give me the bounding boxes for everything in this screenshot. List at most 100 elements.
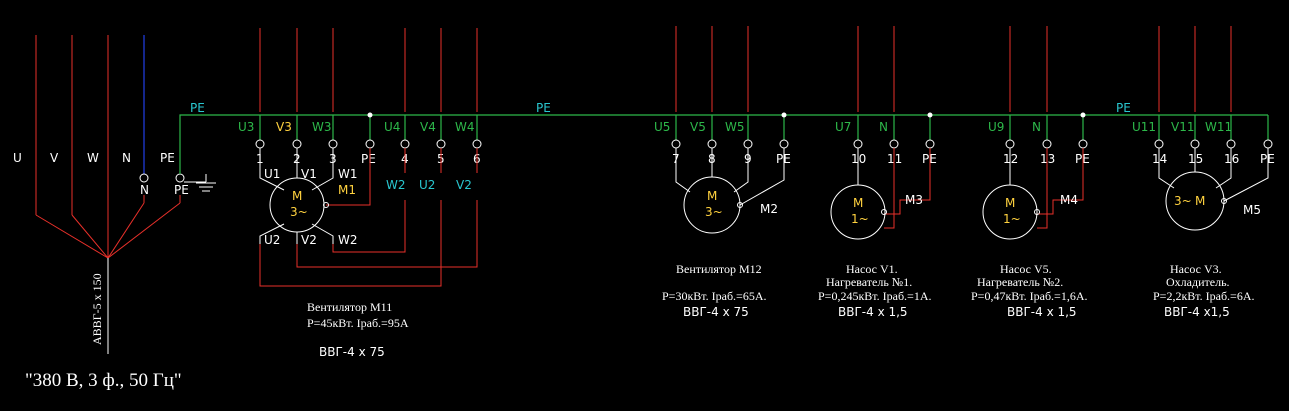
term-u5: U5 [654, 120, 670, 134]
term-v3: V3 [276, 120, 292, 134]
group-m4-title: Насос V5. [1000, 262, 1052, 276]
group-m5-subtitle: Охладитель. [1166, 275, 1230, 289]
group-m2-specs: P=30кВт. Iраб.=65А. [662, 289, 766, 303]
term-num-pe-2: PE [776, 152, 791, 166]
pe-bus-label-1: PE [190, 101, 205, 115]
term-num-pe: PE [361, 152, 376, 166]
feeder-pe-terminal [175, 173, 185, 183]
term-v5: V5 [690, 120, 706, 134]
motor-m4-letter: M [1005, 196, 1015, 210]
motor-m1-type: 3~ [290, 205, 308, 219]
phase-label-u: U [13, 151, 22, 165]
group-m1-title: Вентилятор М11 [307, 300, 392, 314]
winding-v2: V2 [301, 233, 317, 247]
group-m4-subtitle: Нагреватель №2. [977, 275, 1063, 289]
motor-m4-type: 1~ [1003, 212, 1021, 226]
group-m3-terminal-strip [853, 112, 935, 149]
group-m3-title: Насос V1. [846, 262, 898, 276]
n-terminal-label: N [140, 183, 149, 197]
motor-m2-letter: M [707, 189, 717, 203]
group-m1-incoming [259, 28, 478, 112]
motor-m4-symbol [982, 184, 1038, 240]
motor-m1-designation: M1 [338, 183, 356, 197]
motor-m3-designation: M3 [905, 193, 923, 207]
feeder-fan-pe [107, 202, 181, 259]
phase-label-w: W [87, 151, 99, 165]
group-m2: U5 V5 W5 7 8 9 PE M 3~ M2 Вентилятор М12… [654, 26, 791, 319]
winding-u1: U1 [264, 167, 280, 181]
phase-label-v: V [50, 151, 59, 165]
winding-v1: V1 [301, 167, 317, 181]
group-m3-cable: ВВГ-4 х 1,5 [838, 305, 908, 319]
motor-m2-type: 3~ [705, 205, 723, 219]
term-u11: U11 [1132, 120, 1156, 134]
term-n-4: N [1032, 120, 1041, 134]
motor-m2-designation: M2 [760, 202, 778, 216]
group-m5: U11 V11 W11 14 15 16 PE 3~ M M5 Насос V3… [1132, 26, 1275, 319]
pe-terminal-label: PE [174, 183, 189, 197]
term-num-14: 14 [1152, 152, 1167, 166]
feeder: U V W N PE N PE АВВГ-5 х 150 "380 В, 3 ф… [13, 35, 216, 391]
winding-u2: U2 [264, 233, 280, 247]
group-m4-incoming [1009, 26, 1048, 112]
group-m4: U9 N 12 13 PE M 1~ M4 Насос V5. Нагреват… [971, 26, 1090, 319]
pe-bus-line [179, 114, 1268, 174]
motor-m4-designation: M4 [1060, 193, 1078, 207]
term-u4: U4 [384, 120, 400, 134]
term-v4: V4 [420, 120, 436, 134]
term-u3: U3 [238, 120, 254, 134]
pe-bus-label-3: PE [1116, 101, 1131, 115]
supply-label: "380 В, 3 ф., 50 Гц" [25, 370, 182, 391]
group-m3-wiring [857, 148, 931, 229]
group-m4-specs: P=0,47кВт. Iраб.=1,6А. [971, 289, 1087, 303]
group-m5-terminal-strip [1154, 115, 1273, 149]
winding-w1: W1 [338, 167, 358, 181]
term-w5: W5 [725, 120, 745, 134]
group-m3-specs: P=0,245кВт. Iраб.=1А. [818, 289, 931, 303]
phase-label-n: N [122, 151, 131, 165]
group-m5-specs: P=2,2кВт. Iраб.=6А. [1153, 289, 1254, 303]
group-m2-wiring [675, 148, 785, 206]
group-m1: U3 V3 W3 U4 V4 W4 1 2 3 PE 4 5 6 [238, 28, 482, 359]
group-m3: U7 N 10 11 PE M 1~ M3 Насос V1. Нагреват… [818, 26, 937, 319]
group-m2-incoming [675, 26, 749, 112]
motor-m3-letter: M [853, 196, 863, 210]
term-num-10: 10 [851, 152, 866, 166]
term-num-pe-5: PE [1260, 152, 1275, 166]
term-num-16: 16 [1224, 152, 1239, 166]
feeder-fan-u [35, 214, 109, 259]
motor-m3-type: 1~ [851, 212, 869, 226]
group-m5-cable: ВВГ-4 х1,5 [1164, 305, 1230, 319]
term-num-12: 12 [1003, 152, 1018, 166]
group-m4-cable: ВВГ-4 х 1,5 [1007, 305, 1077, 319]
pe-bus-label-2: PE [536, 101, 551, 115]
group-m4-terminal-strip [1005, 112, 1088, 149]
group-m5-incoming [1158, 26, 1232, 112]
motor-m5-designation: M5 [1243, 203, 1261, 217]
side-label-w2: W2 [386, 178, 406, 192]
group-m2-title: Вентилятор М12 [676, 262, 762, 276]
term-num-pe-3: PE [922, 152, 937, 166]
term-num-11: 11 [887, 152, 902, 166]
term-num-13: 13 [1040, 152, 1055, 166]
group-m3-incoming [857, 26, 895, 112]
motor-m2-symbol [683, 176, 741, 234]
side-label-u2: U2 [419, 178, 435, 192]
group-m1-specs: P=45кВт. Iраб.=95А [307, 316, 409, 330]
motor-m5-letter: M [1195, 194, 1205, 208]
motor-m1-letter: M [292, 189, 302, 203]
phase-label-pe: PE [160, 151, 175, 165]
group-m1-wiring [259, 148, 478, 287]
feeder-fan-v [71, 214, 109, 259]
term-u7: U7 [835, 120, 851, 134]
feeder-cable-label: АВВГ-5 х 150 [90, 273, 104, 345]
group-m5-wiring [1158, 148, 1269, 202]
feeder-n-terminal [139, 173, 149, 183]
term-n-3: N [879, 120, 888, 134]
group-m4-wiring [1009, 148, 1084, 229]
term-w11: W11 [1205, 120, 1232, 134]
group-m5-title: Насос V3. [1170, 262, 1222, 276]
term-v11: V11 [1171, 120, 1194, 134]
pe-bus: PE PE PE [179, 101, 1268, 174]
